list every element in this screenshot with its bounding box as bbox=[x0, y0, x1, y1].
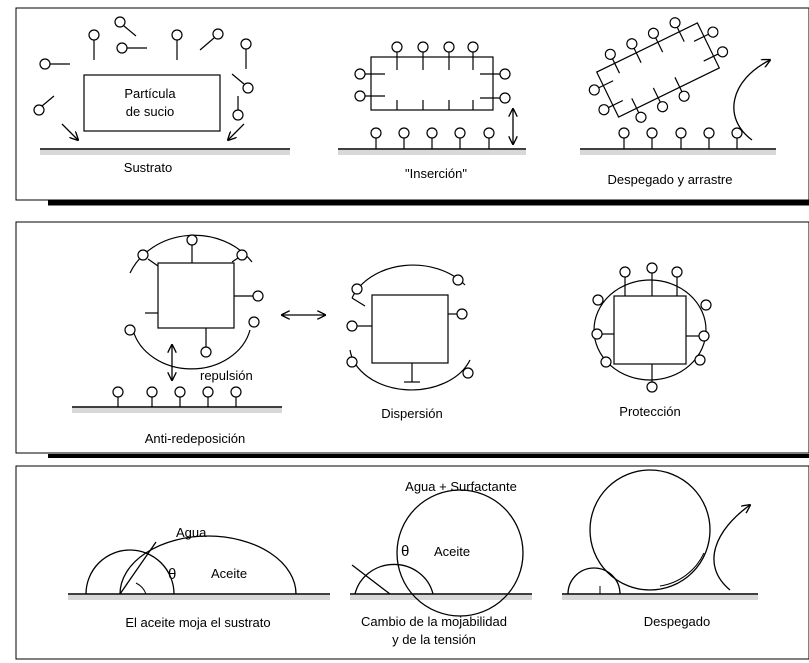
water-droplet-small-1 bbox=[86, 550, 174, 594]
inserted-particle-box bbox=[371, 57, 493, 110]
particle-label-line2: de sucio bbox=[126, 104, 174, 119]
insertion-stage: "Inserción" bbox=[338, 42, 526, 181]
anti-redeposition-stage: repulsión Anti-redeposición bbox=[72, 235, 282, 446]
detachment-stage: Despegado bbox=[562, 470, 758, 629]
particle-label-line1: Partícula bbox=[124, 86, 176, 101]
theta-label-1: θ bbox=[168, 566, 176, 583]
covered-particle-2 bbox=[372, 295, 448, 363]
dispersion-stage: Dispersión bbox=[347, 265, 473, 421]
oil-label-1: Aceite bbox=[211, 566, 247, 581]
panel-oil-removal: Agua θ Aceite El aceite moja el sustrato… bbox=[16, 466, 809, 659]
wettability-change-stage: Agua + Surfactante θ Aceite Cambio de la… bbox=[350, 479, 532, 647]
dirt-particle-stage: Partícula de sucio Sustrato bbox=[34, 17, 290, 175]
protection-stage: Protección bbox=[592, 263, 711, 419]
water-label-1: Agua bbox=[176, 525, 207, 540]
caption-3: Despegado bbox=[644, 614, 711, 629]
antiredeposition-label: Anti-redeposición bbox=[145, 431, 245, 446]
repulsion-label: repulsión bbox=[200, 368, 253, 383]
protection-label: Protección bbox=[619, 404, 680, 419]
covered-particle-3 bbox=[614, 296, 686, 364]
oil-droplet-flat bbox=[120, 536, 296, 594]
arrow-to-corner-left bbox=[62, 124, 78, 140]
oil-wetting-stage: Agua θ Aceite El aceite moja el sustrato bbox=[68, 525, 330, 630]
lift-off-stage: Despegado y arrastre bbox=[577, 3, 776, 187]
water-surfactant-label: Agua + Surfactante bbox=[405, 479, 517, 494]
caption-1: El aceite moja el sustrato bbox=[125, 615, 270, 630]
dispersion-label: Dispersión bbox=[381, 406, 442, 421]
insertion-label: "Inserción" bbox=[405, 166, 467, 181]
caption-2-line2: y de la tensión bbox=[392, 632, 476, 647]
caption-2-line1: Cambio de la mojabilidad bbox=[361, 614, 507, 629]
detachment-curved-arrow bbox=[714, 505, 750, 590]
substrate-label: Sustrato bbox=[124, 160, 172, 175]
water-droplet-small-3 bbox=[568, 568, 620, 594]
oil-label-2: Aceite bbox=[434, 544, 470, 559]
water-droplet-small-2 bbox=[355, 564, 433, 594]
arrow-to-corner-right bbox=[228, 124, 244, 140]
covered-particle-1 bbox=[158, 263, 234, 328]
panel-dispersion-mechanisms: repulsión Anti-redeposición Dispersión bbox=[16, 222, 809, 456]
panel-detergency-steps: Partícula de sucio Sustrato bbox=[16, 3, 809, 203]
dirt-particle-box bbox=[84, 75, 220, 131]
theta-label-2: θ bbox=[401, 543, 409, 560]
lift-label: Despegado y arrastre bbox=[607, 172, 732, 187]
